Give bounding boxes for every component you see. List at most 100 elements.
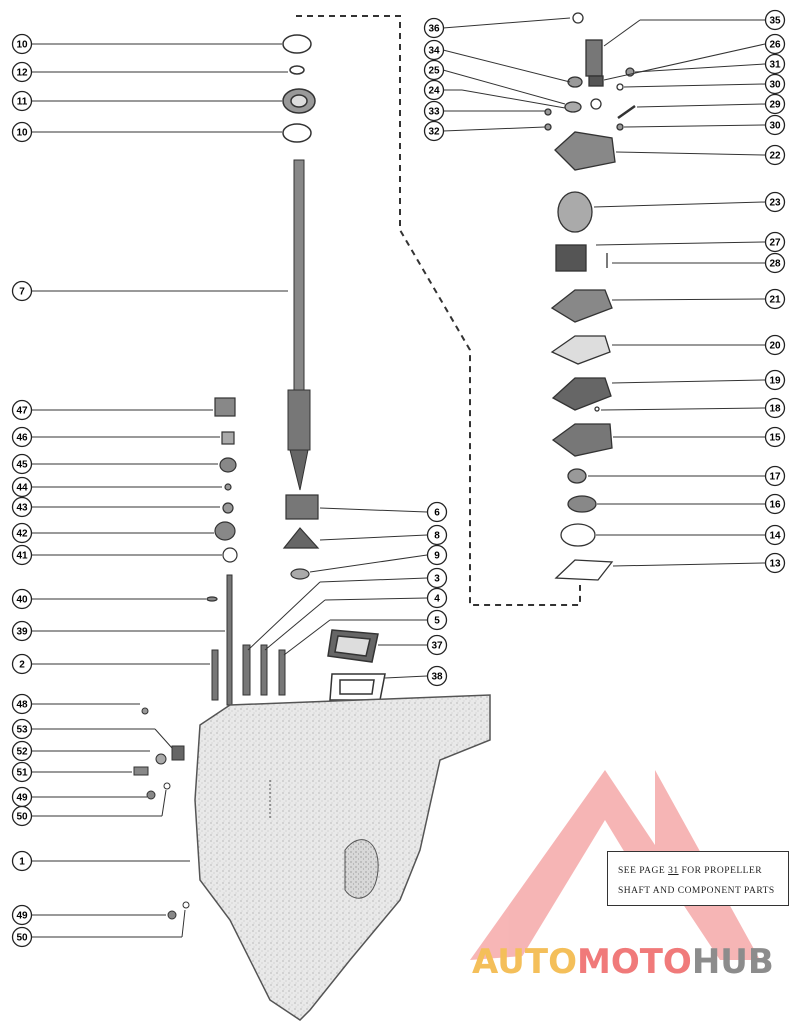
callout-label: 16 [769, 500, 781, 511]
callout-label: 29 [769, 100, 781, 111]
callout-24: 24 [423, 79, 445, 101]
callout-44: 44 [11, 476, 33, 498]
callout-31: 31 [764, 53, 786, 75]
callout-label: 38 [431, 672, 443, 683]
callout-45: 45 [11, 453, 33, 475]
callout-label: 13 [769, 559, 781, 570]
callout-markers: 10 12 11 10 7 47 46 45 44 43 42 41 40 39… [11, 9, 786, 948]
callout-40: 40 [11, 588, 33, 610]
callout-42: 42 [11, 522, 33, 544]
callout-label: 7 [19, 287, 25, 298]
callout-label: 10 [16, 40, 28, 51]
callout-28: 28 [764, 252, 786, 274]
studs-and-tubes [211, 574, 286, 706]
callout-48: 48 [11, 693, 33, 715]
callout-37: 37 [426, 634, 448, 656]
callout-label: 18 [769, 404, 781, 415]
callout-label: 28 [769, 259, 781, 270]
callout-12: 12 [11, 61, 33, 83]
watermark-hub: HUB [691, 942, 774, 982]
callout-label: 25 [428, 66, 440, 77]
callout-38: 38 [426, 665, 448, 687]
callout-9: 9 [426, 544, 448, 566]
callout-1: 1 [11, 850, 33, 872]
callout-label: 50 [16, 933, 28, 944]
callout-30-upper: 30 [764, 73, 786, 95]
callout-51: 51 [11, 761, 33, 783]
watermark-moto: MOTO [576, 942, 692, 982]
gear-housing [194, 694, 491, 1021]
callout-label: 41 [16, 551, 28, 562]
propeller-shaft-reference-note: SEE PAGE 31 FOR PROPELLER SHAFT AND COMP… [607, 851, 789, 906]
callout-5: 5 [426, 609, 448, 631]
note-line-1: SEE PAGE 31 FOR PROPELLER [618, 866, 763, 876]
callout-label: 23 [769, 198, 781, 209]
callout-label: 19 [769, 376, 781, 387]
callout-label: 47 [16, 406, 28, 417]
callout-53: 53 [11, 718, 33, 740]
callout-label: 11 [17, 97, 28, 108]
callout-label: 46 [16, 433, 28, 444]
callout-50-upper: 50 [11, 805, 33, 827]
callout-label: 17 [769, 472, 781, 483]
callout-label: 50 [16, 812, 28, 823]
callout-label: 44 [16, 483, 28, 494]
callout-label: 6 [434, 508, 440, 519]
callout-label: 45 [16, 460, 28, 471]
note-line-2: SHAFT AND COMPONENT PARTS [618, 886, 775, 896]
callout-30-lower: 30 [764, 114, 786, 136]
callout-label: 10 [16, 128, 28, 139]
callout-label: 40 [16, 595, 28, 606]
callout-10-top: 10 [11, 33, 33, 55]
callout-label: 14 [769, 531, 781, 542]
callout-16: 16 [764, 493, 786, 515]
callout-27: 27 [764, 231, 786, 253]
callout-label: 4 [434, 594, 440, 605]
seal-and-gasket [327, 629, 386, 701]
callout-8: 8 [426, 524, 448, 546]
callout-label: 39 [16, 627, 28, 638]
callout-33: 33 [423, 100, 445, 122]
callout-label: 49 [16, 793, 28, 804]
callout-label: 43 [16, 503, 28, 514]
callout-13: 13 [764, 552, 786, 574]
water-pump-parts [544, 12, 636, 581]
callout-label: 8 [434, 531, 440, 542]
callout-41: 41 [11, 544, 33, 566]
callout-19: 19 [764, 369, 786, 391]
callout-6: 6 [426, 501, 448, 523]
callout-22: 22 [764, 144, 786, 166]
callout-39: 39 [11, 620, 33, 642]
callout-label: 27 [769, 238, 781, 249]
callout-label: 9 [434, 551, 440, 562]
callout-label: 21 [769, 295, 781, 306]
pinion-parts [282, 494, 320, 580]
watermark-auto: AUTO [472, 942, 577, 982]
callout-7: 7 [11, 280, 33, 302]
callout-18: 18 [764, 397, 786, 419]
callout-17: 17 [764, 465, 786, 487]
callout-3: 3 [426, 567, 448, 589]
leader-lines [32, 17, 766, 938]
callout-label: 20 [769, 341, 781, 352]
callout-label: 12 [16, 68, 28, 79]
callout-26: 26 [764, 33, 786, 55]
callout-11: 11 [11, 90, 33, 112]
callout-52: 52 [11, 740, 33, 762]
callout-label: 36 [428, 24, 440, 35]
callout-49-lower: 49 [11, 904, 33, 926]
callout-label: 30 [769, 80, 781, 91]
callout-36: 36 [423, 17, 445, 39]
drive-shaft [287, 159, 311, 491]
callout-label: 31 [769, 60, 781, 71]
callout-label: 3 [434, 574, 440, 585]
left-small-parts [206, 397, 238, 602]
callout-21: 21 [764, 288, 786, 310]
callout-label: 15 [769, 433, 781, 444]
callout-label: 30 [769, 121, 781, 132]
callout-label: 5 [434, 616, 440, 627]
callout-49-upper: 49 [11, 786, 33, 808]
callout-label: 2 [19, 660, 25, 671]
callout-label: 26 [769, 40, 781, 51]
callout-23: 23 [764, 191, 786, 213]
